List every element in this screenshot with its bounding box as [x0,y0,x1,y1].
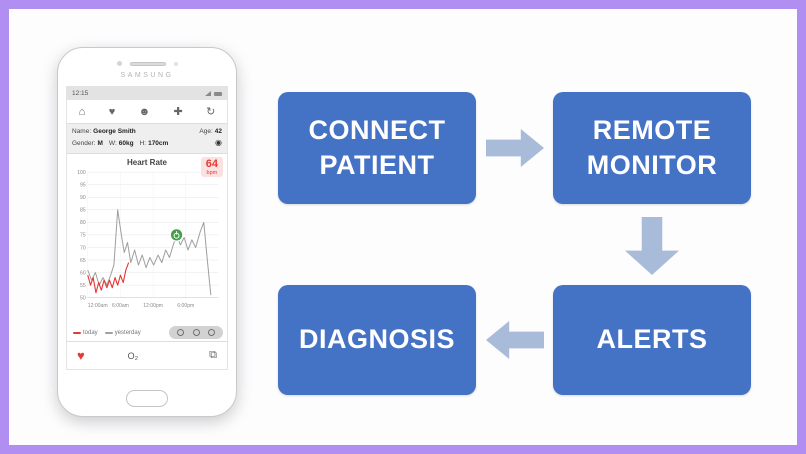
signal-icon [205,91,211,96]
diagram-canvas: SAMSUNG 12:15 ⌂ ♥ ☻ ✚ ↻ [9,9,797,445]
svg-text:6:00am: 6:00am [112,303,129,309]
chart-legend: today yesterday [73,330,141,336]
range-button-3[interactable] [207,329,215,336]
legend-today: today [73,330,98,336]
status-icons [205,91,222,96]
svg-text:60: 60 [80,271,86,277]
phone-brand: SAMSUNG [120,72,174,79]
legend-yesterday-swatch [104,331,113,334]
svg-text:12:00am: 12:00am [88,303,108,309]
range-button-1[interactable] [177,329,185,336]
heart-rate-panel: Heart Rate 64 bpm 50 55 60 65 70 75 80 85 90 95 10… [67,154,227,341]
arrow-down-icon [625,217,679,275]
box-connect-patient: CONNECT PATIENT [278,92,476,204]
status-time: 12:15 [72,90,89,97]
phone-top-bezel [58,61,236,66]
svg-text:95: 95 [80,183,86,189]
box-alerts-label: ALERTS [596,324,708,355]
patient-age: Age:42 [199,128,222,135]
refresh-icon[interactable]: ↻ [206,106,216,118]
eye-icon[interactable]: ◉ [215,138,222,148]
arrow-left-icon [486,321,544,359]
range-button-2[interactable] [192,329,200,336]
patient-row-1: Name:George Smith Age:42 [72,127,222,137]
svg-text:100: 100 [77,170,86,176]
legend-yesterday: yesterday [104,330,141,336]
heart-rate-icon[interactable]: ♥ [77,348,85,363]
bpm-value: 64 [205,158,218,171]
patients-icon[interactable]: ☻ [138,105,151,118]
spo2-label[interactable]: O₂ [127,350,139,361]
proximity-sensor-icon [173,61,178,66]
patient-vitals: Gender:M W:60kg H:170cm [72,139,168,149]
svg-text:70: 70 [80,245,86,251]
svg-text:75: 75 [80,233,86,239]
box-remote-monitor-label: REMOTE MONITOR [586,114,718,180]
patient-height: H:170cm [139,139,169,147]
patient-name: Name:George Smith [72,128,136,135]
box-diagnosis: DIAGNOSIS [278,285,476,395]
range-selector [169,326,223,339]
svg-text:90: 90 [80,195,86,201]
home-icon[interactable]: ⌂ [78,105,86,118]
box-remote-monitor: REMOTE MONITOR [553,92,751,204]
heart-rate-chart: 50 55 60 65 70 75 80 85 90 95 100 12:00am 6:00am 12:0… [77,170,219,309]
bpm-badge: 64 bpm [200,157,223,178]
bpm-unit: bpm [206,170,218,177]
chart-footer: today yesterday [73,326,223,339]
svg-text:85: 85 [80,208,86,214]
medical-icon[interactable]: ✚ [173,106,183,118]
patient-gender: Gender:M [72,139,103,147]
app-toolbar: ⌂ ♥ ☻ ✚ ↻ [67,100,227,124]
phone-mockup: SAMSUNG 12:15 ⌂ ♥ ☻ ✚ ↻ [57,47,237,417]
share-icon[interactable]: ⧉ [209,349,217,361]
chart-title: Heart Rate [126,158,167,168]
front-camera-icon [116,61,122,66]
svg-text:55: 55 [80,283,86,289]
box-diagnosis-label: DIAGNOSIS [298,324,456,355]
svg-text:80: 80 [80,220,86,226]
svg-text:12:00pm: 12:00pm [143,303,163,309]
phone-screen: 12:15 ⌂ ♥ ☻ ✚ ↻ Name:Georg [66,86,228,370]
arrow-right-icon [486,129,544,167]
svg-text:50: 50 [80,296,86,302]
box-connect-patient-label: CONNECT PATIENT [308,114,446,180]
svg-text:6:00pm: 6:00pm [177,303,194,309]
heart-icon[interactable]: ♥ [108,105,116,118]
box-alerts: ALERTS [553,285,751,395]
patient-row-2: Gender:M W:60kg H:170cm ◉ [72,137,222,150]
speaker-grill [129,61,166,66]
patient-info-panel: Name:George Smith Age:42 Gender:M W:60kg… [67,124,227,155]
status-bar: 12:15 [67,87,227,100]
app-footer: ♥ O₂ ⧉ [67,341,227,369]
legend-today-swatch [73,331,81,334]
battery-icon [214,91,222,96]
patient-weight: W:60kg [108,139,134,147]
home-button[interactable] [126,390,168,407]
svg-text:65: 65 [80,258,86,264]
